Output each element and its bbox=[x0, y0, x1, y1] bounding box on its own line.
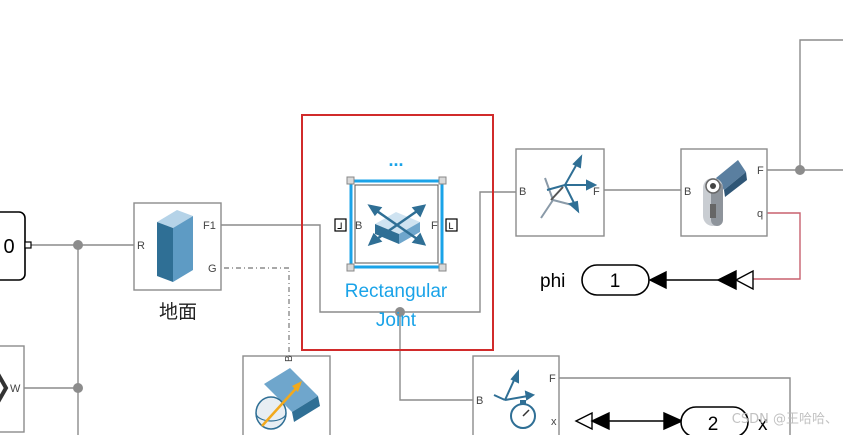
port-f-label: F bbox=[549, 373, 556, 385]
port-f-label: F bbox=[431, 220, 438, 232]
junction-dot bbox=[395, 307, 405, 317]
port-g-label: G bbox=[208, 263, 217, 275]
block-name-line1[interactable]: Rectangular bbox=[345, 281, 448, 302]
junction-dot bbox=[73, 240, 83, 250]
outport-label: phi bbox=[540, 271, 565, 292]
selection-highlight bbox=[301, 114, 494, 351]
planar-joint-icon bbox=[367, 204, 427, 246]
ground-block[interactable]: R F1 G 地面 bbox=[133, 202, 222, 323]
outport-phi[interactable]: 1 phi bbox=[540, 264, 650, 296]
line-sensor-f[interactable] bbox=[559, 377, 791, 435]
signal-line-phi[interactable] bbox=[648, 269, 754, 291]
outport-x[interactable]: 2 x bbox=[680, 406, 768, 435]
frame-sensor-icon bbox=[493, 369, 536, 429]
solid-brick-icon bbox=[157, 210, 193, 282]
resize-handle[interactable] bbox=[346, 176, 447, 272]
constant-block[interactable]: 0 bbox=[0, 211, 32, 281]
rigid-transform-block[interactable]: B F bbox=[515, 148, 605, 237]
revolute-joint-icon bbox=[703, 160, 747, 226]
lower-left-block[interactable]: W bbox=[0, 345, 25, 433]
port-f-connector[interactable] bbox=[445, 218, 458, 232]
junction-dot bbox=[73, 383, 83, 393]
output-port[interactable] bbox=[24, 241, 32, 249]
connector-icon: ⅃ bbox=[337, 221, 342, 231]
ground-block-name: 地面 bbox=[159, 301, 197, 323]
constant-value: 0 bbox=[3, 236, 14, 258]
port-b-connector[interactable] bbox=[334, 218, 347, 232]
port-f-label: F bbox=[757, 165, 764, 177]
port-b-label: B bbox=[355, 220, 362, 232]
junction-dot bbox=[795, 165, 805, 175]
port-b-label: B bbox=[519, 186, 526, 198]
block-name-line2[interactable]: Joint bbox=[376, 310, 417, 331]
signal-line-q[interactable] bbox=[752, 212, 801, 280]
port-x-label: x bbox=[551, 416, 557, 428]
x-arrow-icon bbox=[0, 373, 9, 403]
port-q-label: q bbox=[757, 208, 763, 220]
revolute-joint-block[interactable]: B F q bbox=[680, 148, 768, 237]
transform-sensor-block[interactable]: B F x bbox=[472, 355, 560, 435]
inertia-icon bbox=[255, 368, 320, 430]
port-r-label: R bbox=[137, 240, 145, 252]
line-joint-to-sensor[interactable] bbox=[399, 312, 473, 401]
port-b-label: B bbox=[284, 355, 295, 362]
line-revolute-up[interactable] bbox=[767, 39, 843, 171]
outport-number: 1 bbox=[610, 271, 621, 292]
line-ground-g[interactable] bbox=[224, 267, 290, 356]
port-f-label: F bbox=[593, 186, 600, 198]
outport-label: x bbox=[758, 414, 768, 435]
frame-axes-icon bbox=[540, 154, 598, 219]
rectangular-joint-block[interactable]: ... ⅃ L B F Rectangular Joint bbox=[301, 114, 494, 351]
block-ellipsis[interactable]: ... bbox=[388, 150, 403, 170]
outport-number: 2 bbox=[708, 414, 719, 435]
connector-icon: L bbox=[448, 221, 453, 231]
watermark-text: CSDN @王哈哈、 bbox=[732, 412, 838, 427]
port-f1-label: F1 bbox=[203, 220, 216, 232]
port-b-label: B bbox=[684, 186, 691, 198]
port-w-label: W bbox=[10, 383, 21, 395]
lower-sensor-block[interactable]: B bbox=[242, 355, 331, 435]
signal-line-x[interactable] bbox=[574, 411, 684, 431]
port-b-label: B bbox=[476, 395, 483, 407]
